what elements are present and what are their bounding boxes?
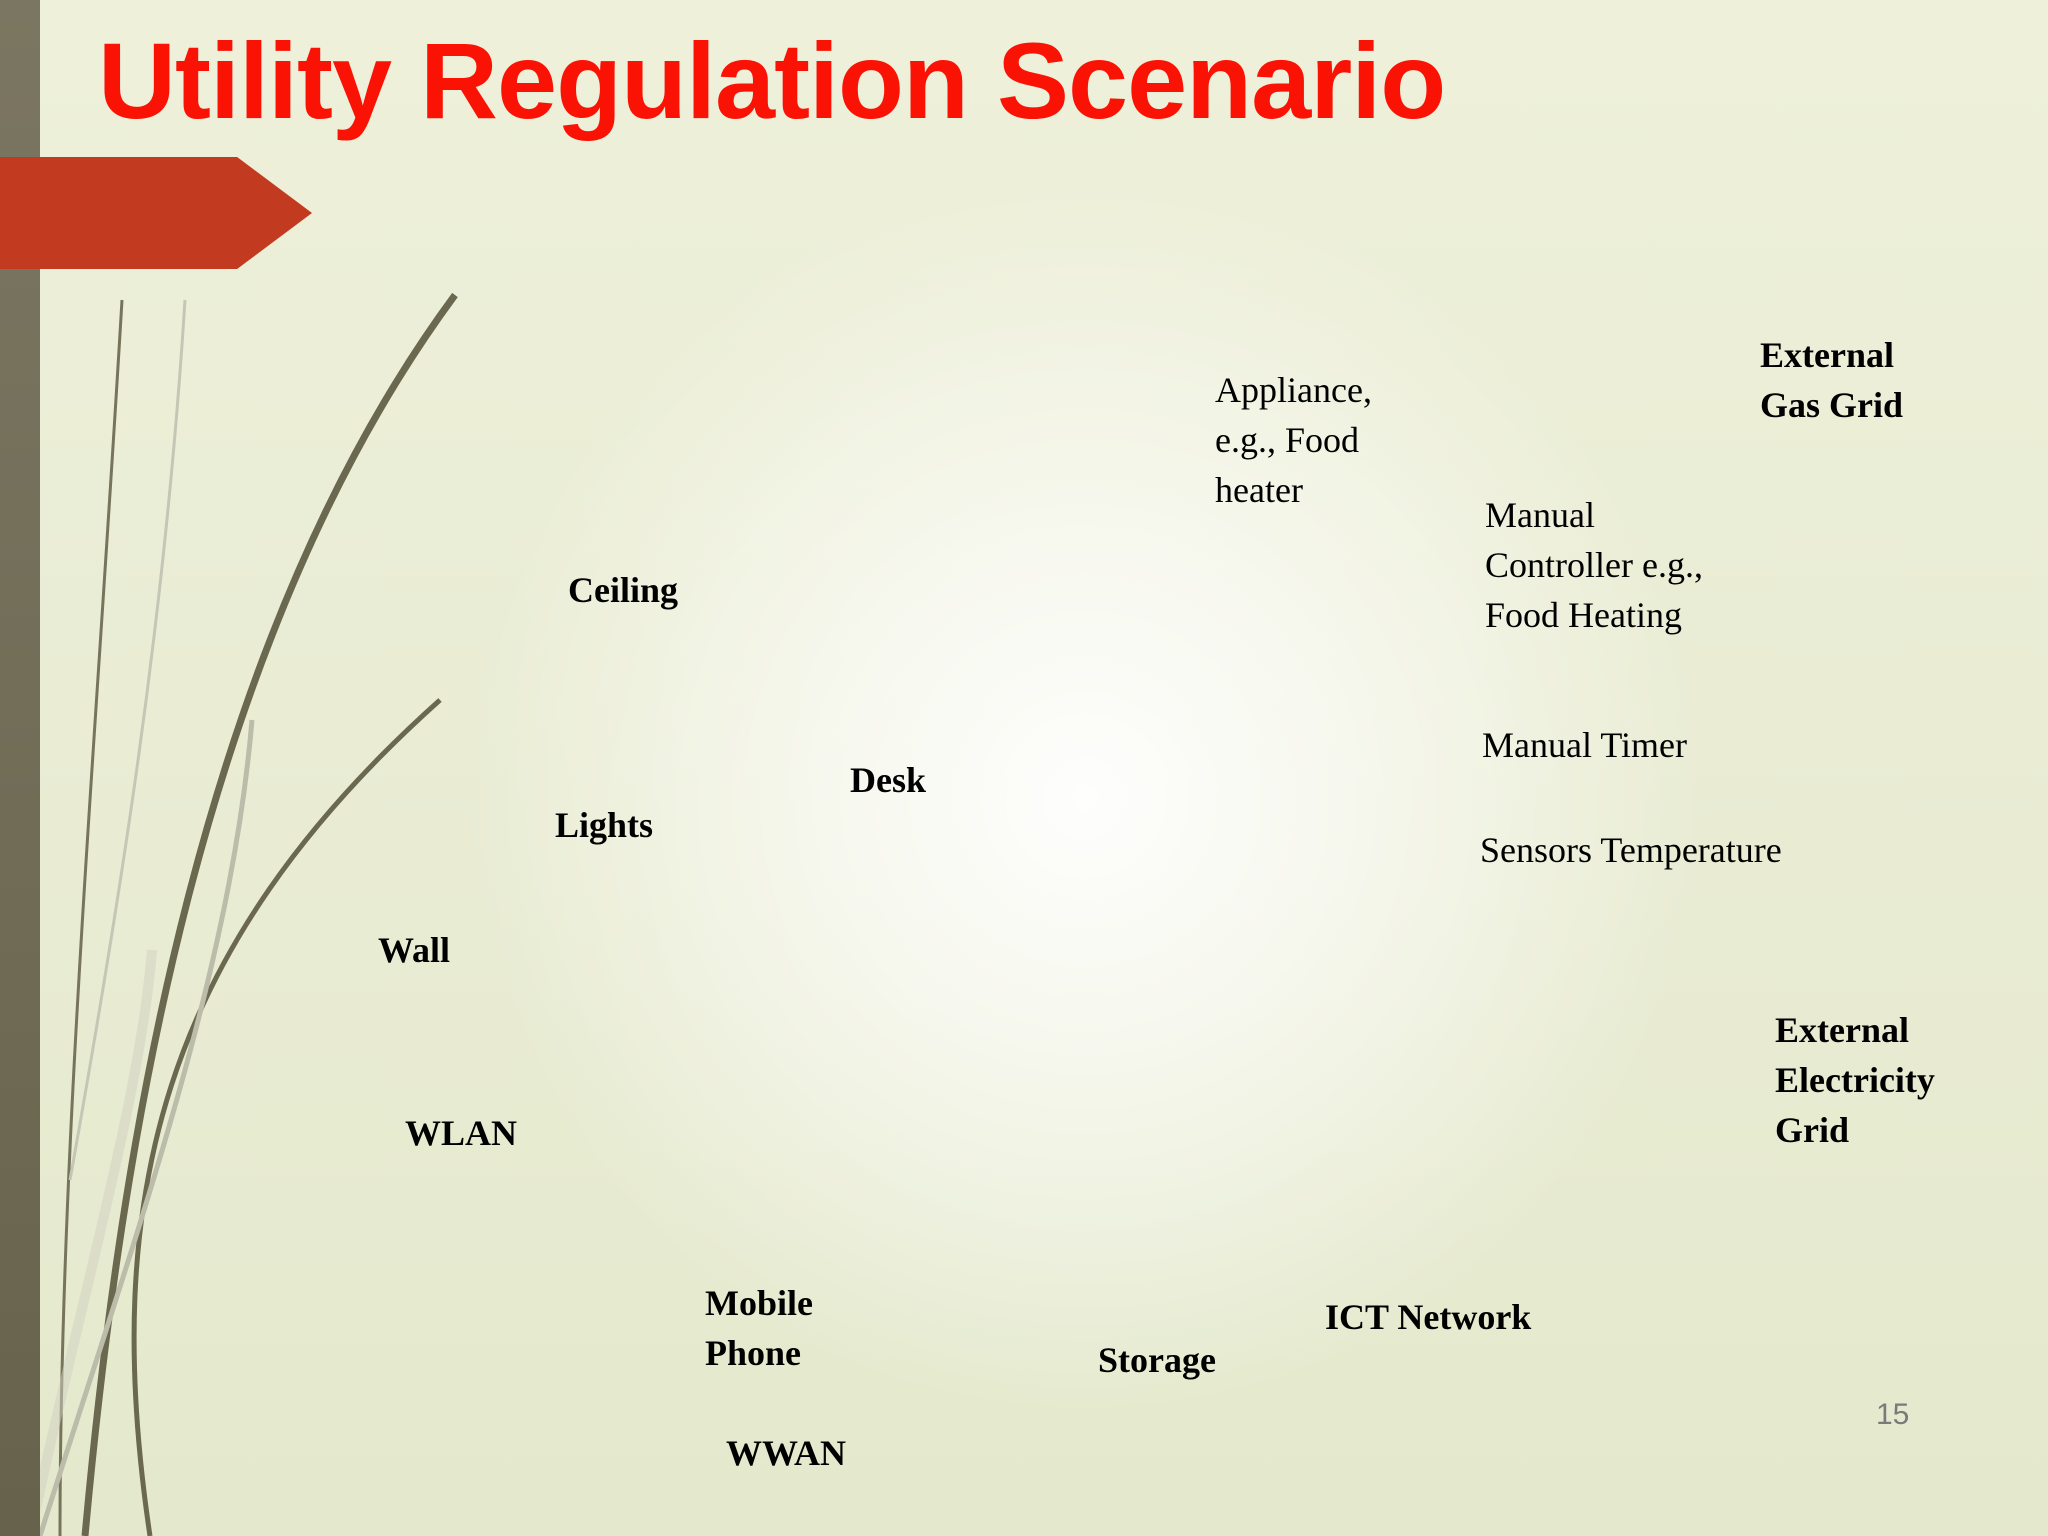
red-arrow-decoration: [0, 157, 312, 269]
page-number: 15: [1876, 1398, 1910, 1431]
label-appliance-food-heater: Appliance, e.g., Food heater: [1215, 370, 1372, 510]
label-lights: Lights: [555, 805, 654, 845]
label-wlan: WLAN: [405, 1113, 518, 1153]
slide-title: Utility Regulation Scenario: [98, 20, 1446, 141]
label-storage: Storage: [1098, 1340, 1216, 1380]
label-ceiling: Ceiling: [568, 570, 679, 610]
label-wwan: WWAN: [726, 1433, 847, 1473]
label-sensors-temperature: Sensors Temperature: [1480, 830, 1782, 870]
label-manual-controller: Manual Controller e.g., Food Heating: [1485, 495, 1703, 635]
label-ict-network: ICT Network: [1325, 1297, 1532, 1337]
label-manual-timer: Manual Timer: [1482, 725, 1688, 765]
label-wall: Wall: [378, 930, 451, 970]
label-desk: Desk: [850, 760, 927, 800]
label-external-electricity-grid: External Electricity Grid: [1775, 1010, 1935, 1150]
label-external-gas-grid: External Gas Grid: [1760, 335, 1904, 425]
label-mobile-phone: Mobile Phone: [705, 1283, 813, 1373]
